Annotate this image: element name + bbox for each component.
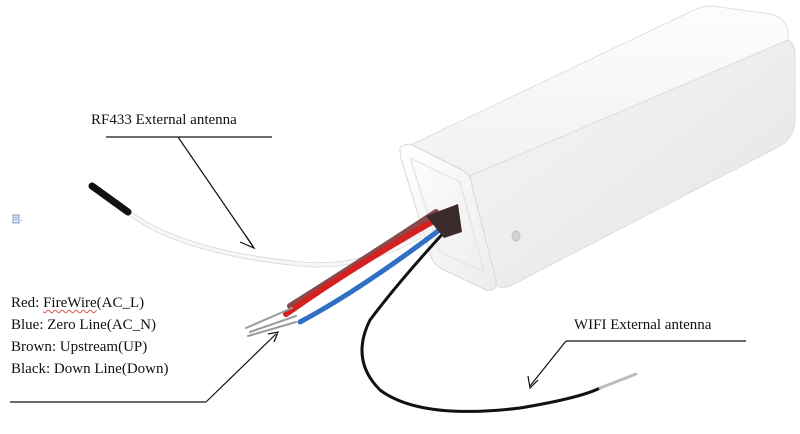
wire-color-legend: Red: FireWire(AC_L) Blue: Zero Line(AC_N… (11, 294, 168, 382)
legend-function: Upstream(UP) (59, 339, 148, 355)
stripped-wire-ends (245, 307, 297, 337)
legend-function: Zero Line(AC_N) (47, 317, 156, 333)
wires (88, 182, 638, 413)
wifi-leader-line (529, 340, 567, 387)
screw-hole (511, 230, 521, 242)
legend-color-name: Black (11, 361, 46, 377)
rf-antenna-label: RF433 External antenna (91, 112, 237, 128)
rf-leader-arrowhead (239, 235, 256, 250)
legend-color-name: Red (11, 295, 36, 311)
wifi-antenna-cable (360, 226, 602, 413)
document-icon (12, 214, 23, 224)
legend-item-red: Red: FireWire(AC_L) (11, 295, 145, 311)
legend-leader-arrowhead (267, 331, 279, 343)
wire-sleeve (426, 204, 462, 238)
rf-leader-line (177, 136, 253, 246)
legend-function-suffix: (AC_L) (96, 295, 145, 311)
legend-item-black: Black: Down Line(Down) (11, 361, 169, 377)
legend-function-misspelled: FireWire (43, 295, 97, 311)
wifi-antenna-label: WIFI External antenna (574, 317, 712, 333)
callouts (10, 136, 746, 403)
legend-function: Down Line(Down) (53, 361, 169, 377)
enclosure (398, 5, 796, 291)
legend-color-name: Blue (11, 317, 40, 333)
red-wire (283, 211, 449, 317)
rf-antenna-tip (88, 182, 132, 216)
legend-item-brown: Brown: Upstream(UP) (11, 339, 148, 355)
enclosure-top-face (398, 5, 789, 177)
wifi-leader-arrowhead (527, 375, 539, 390)
legend-leader-line (205, 333, 277, 403)
wifi-antenna-tip (598, 372, 638, 390)
brown-wire (287, 209, 439, 309)
enclosure-side-face (469, 39, 796, 288)
legend-color-name: Brown (11, 339, 52, 355)
legend-item-blue: Blue: Zero Line(AC_N) (11, 317, 156, 333)
blue-wire (297, 225, 445, 325)
